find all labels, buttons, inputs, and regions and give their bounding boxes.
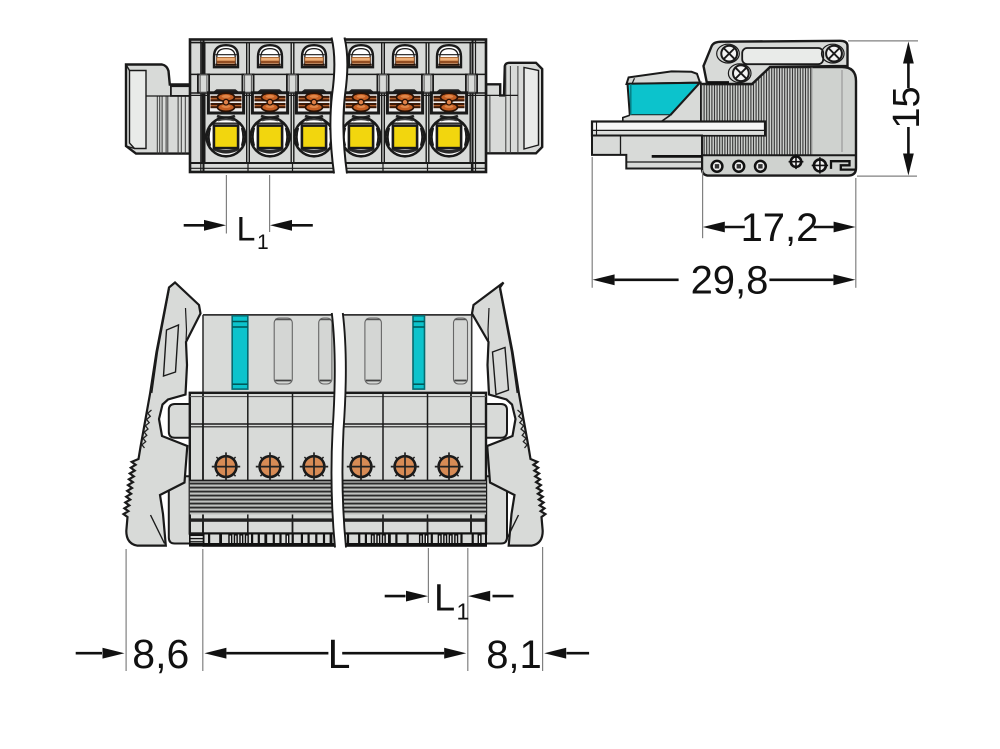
svg-text:8,1: 8,1 — [486, 633, 542, 677]
svg-text:29,8: 29,8 — [691, 259, 769, 303]
svg-text:8,6: 8,6 — [132, 631, 189, 677]
svg-text:L: L — [434, 578, 455, 620]
svg-text:L: L — [237, 211, 256, 249]
svg-text:15: 15 — [886, 86, 928, 128]
svg-text:1: 1 — [457, 599, 470, 625]
svg-text:L: L — [328, 631, 351, 677]
svg-text:17,2: 17,2 — [741, 206, 819, 250]
svg-text:1: 1 — [257, 231, 269, 254]
